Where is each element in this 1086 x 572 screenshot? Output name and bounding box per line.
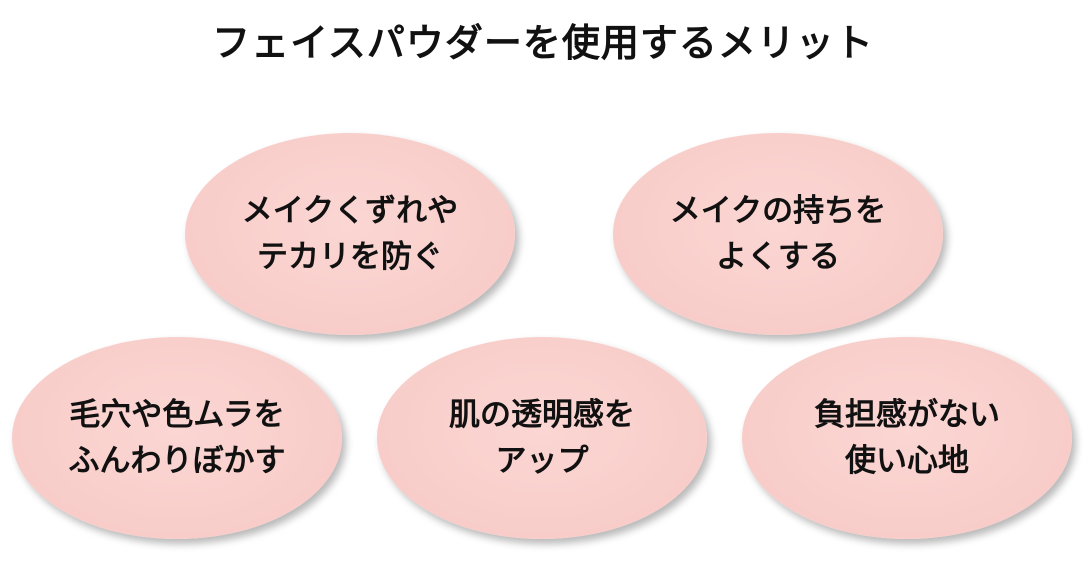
benefit-text: メイクの持ちを よくする	[670, 188, 886, 280]
benefit-bubble-light-feel: 負担感がない 使い心地	[742, 337, 1072, 539]
benefit-line-1: 負担感がない	[814, 397, 1000, 433]
benefit-line-2: テカリを防ぐ	[256, 239, 443, 275]
page-title: フェイスパウダーを使用するメリット	[212, 21, 874, 65]
benefit-text: 毛穴や色ムラを ふんわりぼかす	[69, 392, 286, 484]
benefit-bubble-makeup-lasting: メイクの持ちを よくする	[613, 133, 943, 335]
benefit-bubble-translucency: 肌の透明感を アップ	[377, 337, 707, 539]
benefit-text: 肌の透明感を アップ	[449, 392, 635, 484]
benefit-text: メイクくずれや テカリを防ぐ	[242, 188, 458, 280]
benefit-line-1: メイクの持ちを	[669, 193, 887, 229]
benefit-line-2: 使い心地	[845, 443, 969, 479]
benefit-line-1: 肌の透明感を	[449, 397, 635, 433]
benefit-line-2: よくする	[715, 239, 840, 275]
benefit-bubble-pores-blur: 毛穴や色ムラを ふんわりぼかす	[12, 337, 342, 539]
benefit-line-2: ふんわりぼかす	[68, 443, 286, 479]
benefit-line-1: メイクくずれや	[241, 193, 459, 229]
benefit-bubble-makeup-collapse: メイクくずれや テカリを防ぐ	[185, 133, 515, 335]
benefit-line-2: アップ	[495, 443, 589, 479]
benefit-text: 負担感がない 使い心地	[814, 392, 1000, 484]
benefit-line-1: 毛穴や色ムラを	[69, 397, 285, 433]
